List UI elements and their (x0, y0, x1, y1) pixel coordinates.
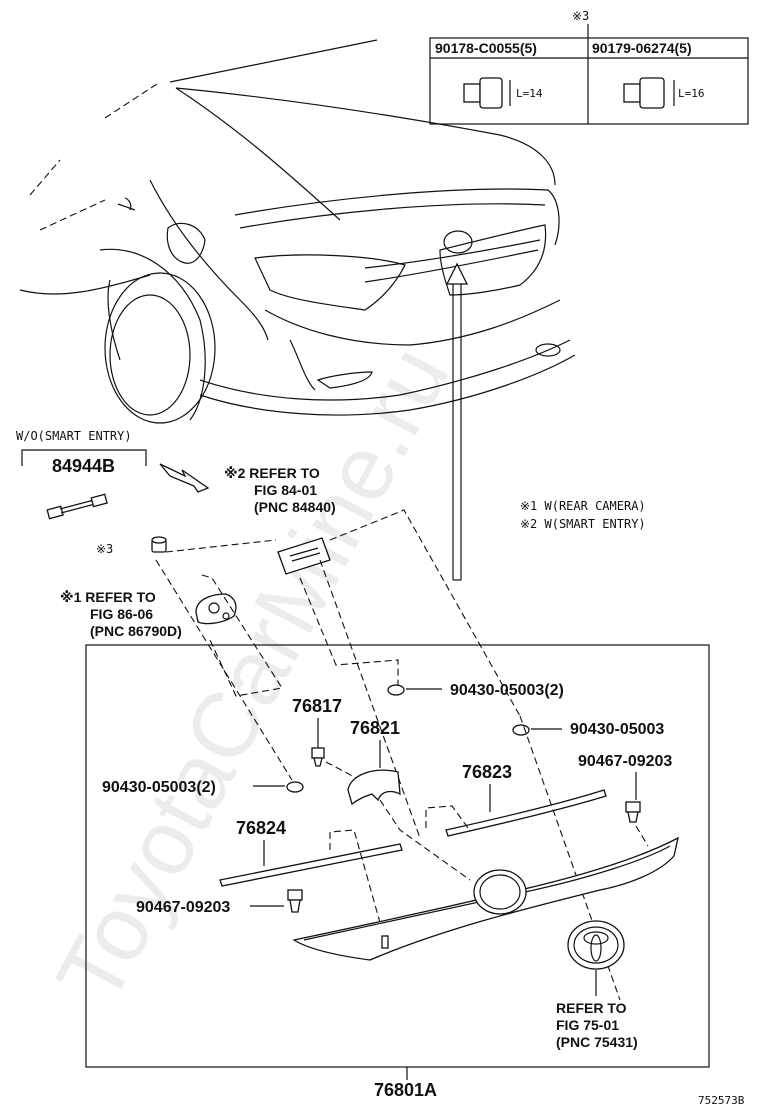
note-rear-camera: ※1 W(REAR CAMERA) (520, 499, 646, 513)
part-90430-05003-2-upper: 90430-05003(2) (450, 682, 564, 699)
part-76817: 76817 (292, 696, 342, 716)
bolt-90467-left (287, 889, 303, 913)
ref2-line3: (PNC 84840) (254, 499, 336, 515)
ref3-line1: REFER TO (556, 1000, 627, 1016)
part-84944B: 84944B (52, 456, 115, 476)
smart-entry-switch (277, 537, 331, 575)
part-90467-09203-left: 90467-09203 (136, 899, 230, 916)
rear-camera (195, 593, 237, 625)
ref2-line1: ※2 REFER TO (224, 465, 320, 481)
ref3-line3: (PNC 75431) (556, 1034, 638, 1050)
label-wo-smart-entry: W/O(SMART ENTRY) (16, 429, 132, 443)
part-76824: 76824 (236, 818, 286, 838)
part-76821: 76821 (350, 718, 400, 738)
location-arrow (445, 262, 469, 581)
molding-76824 (219, 843, 403, 887)
clip-90430-right (512, 724, 530, 736)
clip-90430-upper (387, 684, 405, 696)
part-76823: 76823 (462, 762, 512, 782)
bracket-76821 (347, 769, 401, 806)
direction-arrow (159, 463, 210, 493)
car-rear-illustration (19, 39, 576, 424)
bolt1-icon (463, 77, 511, 109)
cable-84944B (46, 493, 108, 520)
note-smart-entry: ※2 W(SMART ENTRY) (520, 517, 646, 531)
bolt-table: ※3 90178-C0055(5) 90179-06274(5) L=14 L=… (429, 9, 749, 125)
part-76801A: 76801A (374, 1080, 437, 1100)
toyota-emblem (567, 920, 625, 970)
bolt2-length: L=16 (678, 87, 705, 100)
bolt2-part-no: 90179-06274(5) (592, 40, 692, 56)
clip-90430-left (286, 781, 304, 793)
nut-mark3 (151, 536, 167, 553)
ref1-line1: ※1 REFER TO (60, 589, 156, 605)
bolt-76817 (311, 747, 325, 767)
bolt-90467-right (625, 801, 641, 823)
ref2-line2: FIG 84-01 (254, 482, 317, 498)
part-90430-05003-2-left: 90430-05003(2) (102, 779, 216, 796)
bolt2-icon (623, 77, 675, 109)
part-90467-09203-right: 90467-09203 (578, 753, 672, 770)
label-mark3: ※3 (96, 542, 113, 556)
ref1-line2: FIG 86-06 (90, 606, 153, 622)
bolt1-part-no: 90178-C0055(5) (435, 40, 537, 56)
bolt-table-mark: ※3 (572, 9, 589, 23)
molding-76823 (445, 789, 607, 837)
part-90430-05003: 90430-05003 (570, 721, 664, 738)
ref1-line3: (PNC 86790D) (90, 623, 182, 639)
drawing-number: 752573B (698, 1094, 745, 1107)
ref3-line2: FIG 75-01 (556, 1017, 619, 1033)
garnish-76801A (292, 836, 679, 961)
bolt1-length: L=14 (516, 87, 543, 100)
assembly-box (85, 644, 710, 1068)
